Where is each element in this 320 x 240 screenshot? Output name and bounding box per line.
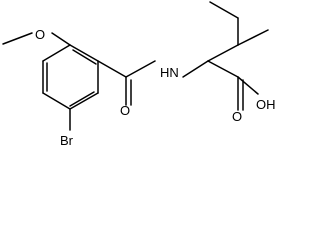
methoxy-oxygen-label: O [35, 27, 45, 42]
bond-alpha-beta [207, 44, 239, 62]
amide-oxygen-label: O [120, 103, 130, 118]
bond-ring-1-inner [72, 49, 97, 65]
bond-ring-3-inner [69, 91, 95, 107]
bond-acid-oh [237, 76, 259, 95]
bond-ring-6 [42, 44, 71, 62]
bond-ring-4 [42, 92, 71, 110]
bond-beta-methyl [237, 29, 269, 46]
bond-methyl-o [2, 32, 33, 45]
bond-n-alpha [182, 60, 209, 78]
bond-carbonyl-n [125, 60, 156, 78]
bond-gamma-delta [209, 1, 239, 19]
bond-ring-3 [69, 92, 99, 110]
acid-oxygen-label: O [232, 109, 242, 124]
bond-ring-1 [69, 44, 99, 62]
bromine-label: Br [60, 133, 74, 148]
acid-hydroxyl-label: OH [256, 97, 276, 112]
bond-o-ring [51, 32, 71, 46]
bond-ring-carbonyl [97, 60, 127, 78]
molecule-structure: O HN O OH O Br [2, 1, 276, 148]
amide-nitrogen-label: HN [160, 65, 179, 80]
bond-alpha-acid [207, 60, 239, 78]
